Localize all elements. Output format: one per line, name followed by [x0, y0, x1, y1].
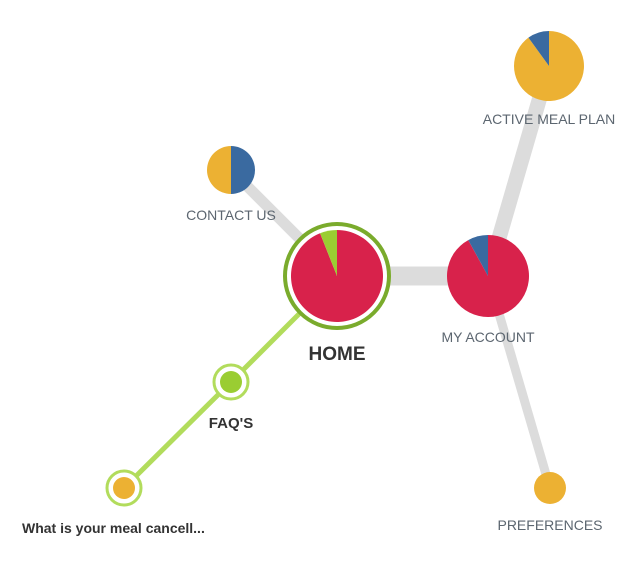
node-contact-us[interactable]	[207, 146, 255, 194]
contact-us-pie	[207, 146, 255, 194]
node-home[interactable]	[283, 222, 391, 330]
edge-faqs-question	[122, 380, 233, 490]
contact-us-pie-slice-orange	[207, 146, 231, 194]
node-preferences[interactable]	[534, 472, 566, 504]
my-account-pie	[447, 235, 529, 317]
contact-us-pie-slice-blue	[231, 146, 255, 194]
contact-us-label[interactable]: CONTACT US	[186, 207, 276, 223]
my-account-pie-slice-blue	[468, 235, 488, 276]
active-meal-plan-pie-slice-blue	[528, 31, 549, 66]
preferences-pie-slice-orange	[534, 472, 566, 504]
preferences-pie	[534, 472, 566, 504]
faqs-pie-slice-green	[220, 371, 242, 393]
active-meal-plan-label[interactable]: ACTIVE MEAL PLAN	[482, 111, 616, 127]
question-pie-slice-orange	[113, 477, 135, 499]
home-pie-slice-green	[320, 230, 337, 276]
question-label[interactable]: What is your meal cancell...	[22, 520, 205, 536]
my-account-label[interactable]: MY ACCOUNT	[441, 329, 535, 345]
home-pie	[291, 230, 384, 322]
preferences-label[interactable]: PREFERENCES	[497, 517, 603, 533]
faqs-pie	[220, 371, 242, 393]
node-question[interactable]	[105, 469, 143, 507]
question-pie	[113, 477, 135, 499]
active-meal-plan-pie	[514, 31, 584, 101]
home-pie-slice-red	[291, 230, 384, 322]
node-active-meal-plan[interactable]	[514, 31, 584, 101]
faqs-label[interactable]: FAQ'S	[208, 415, 254, 432]
node-my-account[interactable]	[447, 235, 529, 317]
home-label[interactable]: HOME	[308, 344, 366, 365]
node-faqs[interactable]	[212, 363, 250, 401]
